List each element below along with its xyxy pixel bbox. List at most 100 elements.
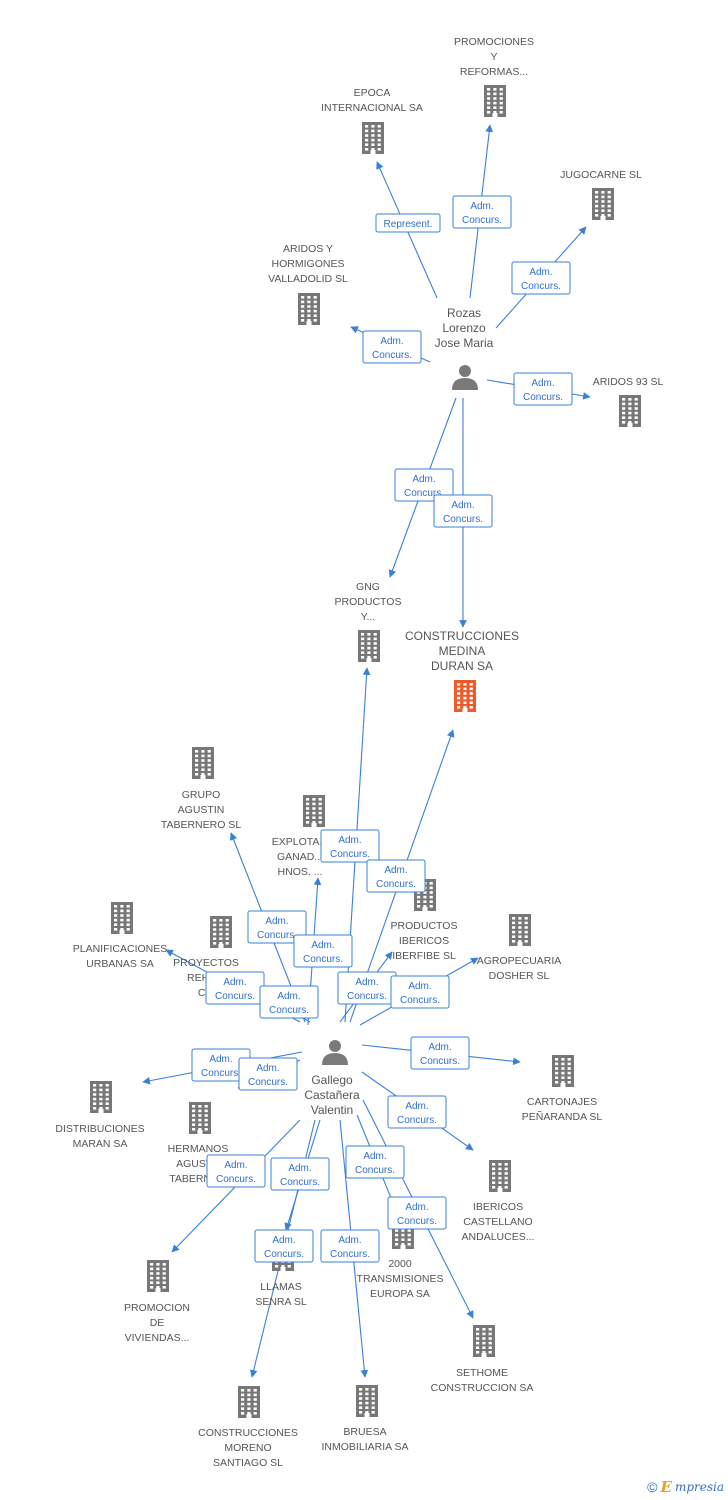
relation-label-agropecuaria[interactable]: Adm.Concurs. [390,975,450,1009]
relation-label-ibericos-castellano[interactable]: Adm.Concurs. [387,1095,447,1129]
relation-label-cartonajes[interactable]: Adm.Concurs. [410,1036,470,1070]
relation-label-transmisiones[interactable]: Adm.Concurs. [345,1145,405,1179]
building-icon-aridos-hormigones[interactable] [298,293,320,325]
relation-text: Concurs. [330,1249,370,1260]
relation-label-jugocarne[interactable]: Adm.Concurs. [511,261,571,295]
relation-text: Concurs. [330,849,370,860]
person-label-rozas-line: Rozas [447,306,481,320]
relation-box [254,1229,314,1263]
company-label-promocion-viviendas-line: PROMOCION [124,1302,190,1314]
relation-text: Adm. [408,981,431,992]
company-label-promociones-reformas: PROMOCIONESYREFORMAS... [454,36,534,78]
relation-text: Adm. [412,474,435,485]
company-label-aridos93: ARIDOS 93 SL [593,376,664,388]
building-icon-grupo-agustin[interactable] [192,747,214,779]
relation-text: Concurs. [215,991,255,1002]
company-label-jugocarne-line: JUGOCARNE SL [560,169,642,181]
company-label-construcciones-medina-line: CONSTRUCCIONES [405,629,519,643]
person-label-gallego-line: Gallego [311,1073,353,1087]
building-icon-promociones-reformas[interactable] [484,85,506,117]
relation-label-productos-ibericos[interactable]: Adm.Concurs. [337,971,397,1005]
company-label-productos-ibericos-line: IBERFIBE SL [392,950,456,962]
relation-box [206,1154,266,1188]
company-label-gng-line: PRODUCTOS [335,596,402,608]
relation-label-sethome[interactable]: Adm.Concurs. [387,1196,447,1230]
relation-label-promocion-viviendas[interactable]: Adm.Concurs. [206,1154,266,1188]
building-icon-agropecuaria[interactable] [509,914,531,946]
building-icon-construcciones-medina[interactable] [454,680,476,712]
relation-box [513,372,573,406]
person-icon-gallego[interactable] [322,1040,348,1065]
relation-label-hermanos-agustin[interactable]: Adm.Concurs. [238,1057,298,1091]
building-icon-construcciones-moreno[interactable] [238,1386,260,1418]
relation-box [433,494,493,528]
building-icon-bruesa[interactable] [356,1385,378,1417]
relation-text: Adm. [288,1163,311,1174]
relation-label-aridos93[interactable]: Adm.Concurs. [513,372,573,406]
company-label-cartonajes-line: CARTONAJES [527,1096,597,1108]
company-label-promocion-viviendas: PROMOCIONDEVIVIENDAS... [124,1302,190,1344]
relation-label-proyectos[interactable]: Adm.Concurs. [259,985,319,1019]
building-icon-proyectos[interactable] [210,916,232,948]
company-label-llamas-line: SENRA SL [255,1296,307,1308]
relation-label-construcciones-medina[interactable]: Adm.Concurs. [433,494,493,528]
relation-box [375,213,441,233]
company-label-planificaciones-line: URBANAS SA [86,958,154,970]
building-icon-sethome[interactable] [473,1325,495,1357]
relation-text: Adm. [209,1054,232,1065]
relation-text: Concurs. [372,350,412,361]
building-icon-gng[interactable] [358,630,380,662]
company-label-ibericos-castellano: IBERICOSCASTELLANOANDALUCES... [462,1201,535,1243]
building-icon-promocion-viviendas[interactable] [147,1260,169,1292]
company-label-gng-line: Y... [361,611,375,623]
relation-label-aridos-hormigones[interactable]: Adm.Concurs. [362,330,422,364]
relation-text: Adm. [428,1042,451,1053]
building-icon-distribuciones[interactable] [90,1081,112,1113]
person-label-gallego-line: Castañera [304,1088,360,1102]
company-label-aridos93-line: ARIDOS 93 SL [593,376,664,388]
relation-box [238,1057,298,1091]
relation-text: Adm. [223,977,246,988]
relation-label-construcciones-medina[interactable]: Adm.Concurs. [366,859,426,893]
relation-label-promociones-reformas[interactable]: Adm.Concurs. [452,195,512,229]
relation-label-gng[interactable]: Adm.Concurs. [394,468,454,502]
relation-label-llamas[interactable]: Adm.Concurs. [270,1157,330,1191]
relation-label-planificaciones[interactable]: Adm. Concurs. [205,971,265,1005]
building-icon-hermanos-agustin[interactable] [189,1102,211,1134]
building-icon-aridos93[interactable] [619,395,641,427]
building-icon-epoca[interactable] [362,122,384,154]
person-icon-rozas[interactable] [452,365,478,390]
relation-text: Adm. [384,865,407,876]
relation-box [387,1095,447,1129]
relation-text: Concurs. [443,514,483,525]
company-label-ibericos-castellano-line: IBERICOS [473,1201,523,1213]
company-label-promociones-reformas-line: PROMOCIONES [454,36,534,48]
relation-box [259,985,319,1019]
building-icon-planificaciones[interactable] [111,902,133,934]
company-label-explotaciones-line: GANAD... [277,851,323,863]
relation-label-construcciones-moreno[interactable]: Adm.Concurs. [254,1229,314,1263]
building-icon-cartonajes[interactable] [552,1055,574,1087]
relation-label-grupo-agustin[interactable]: Adm.Concurs. [247,910,307,944]
building-icon-ibericos-castellano[interactable] [489,1160,511,1192]
building-icon-explotaciones[interactable] [303,795,325,827]
empresia-logo-icon: E [660,1478,672,1496]
relation-label-epoca[interactable]: Represent. [375,213,441,233]
relation-label-bruesa[interactable]: Adm.Concurs. [320,1229,380,1263]
company-label-explotaciones: EXPLOTA...GANAD...HNOS. ... [272,836,328,878]
relation-label-explotaciones[interactable]: Adm.Concurs. [293,934,353,968]
building-icon-jugocarne[interactable] [592,188,614,220]
relation-text: Concurs. [269,1005,309,1016]
company-label-grupo-agustin-line: GRUPO [182,789,221,801]
company-label-explotaciones-line: EXPLOTA... [272,836,328,848]
company-label-promocion-viviendas-line: VIVIENDAS... [125,1332,190,1344]
relation-label-gng[interactable]: Adm.Concurs. [320,829,380,863]
company-label-construcciones-medina-line: DURAN SA [431,659,493,673]
company-label-epoca-line: EPOCA [354,87,391,99]
